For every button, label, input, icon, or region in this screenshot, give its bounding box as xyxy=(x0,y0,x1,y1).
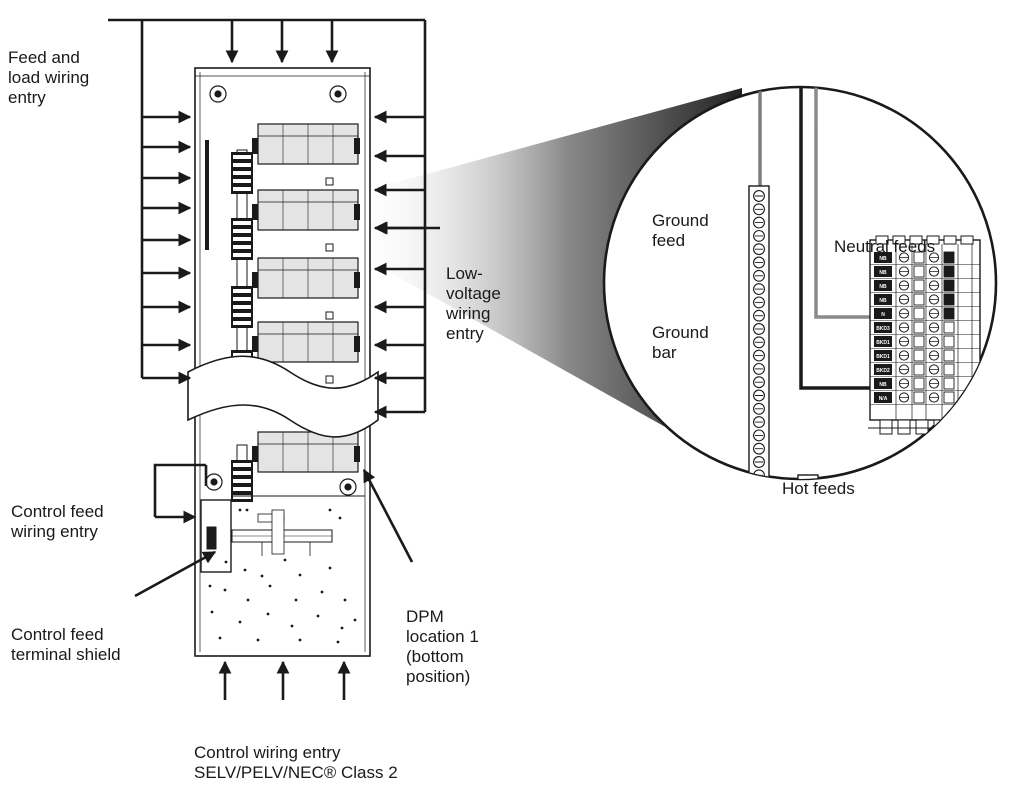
terminal-label-text: NB xyxy=(879,270,887,276)
panel-dot xyxy=(338,516,342,520)
terminal-label xyxy=(874,322,892,333)
terminal-label-text: NB xyxy=(879,284,887,290)
panel-dot xyxy=(243,568,247,572)
dpm-module xyxy=(231,431,360,502)
dpm-module xyxy=(231,189,360,260)
break-band xyxy=(187,355,379,438)
leader-line xyxy=(153,463,206,492)
mounting-holes xyxy=(205,85,357,496)
terminal-label xyxy=(874,308,892,319)
terminal-label xyxy=(874,294,892,305)
panel-dot xyxy=(290,624,294,628)
panel-dot xyxy=(328,508,332,512)
panel-dot xyxy=(283,558,287,562)
panel-dot xyxy=(266,612,270,616)
terminal-label-text: NB xyxy=(879,256,887,262)
panel-dot xyxy=(268,584,272,588)
terminal-label xyxy=(874,350,892,361)
panel-dot xyxy=(223,588,227,592)
terminal-label-text: BKD2 xyxy=(876,368,890,374)
terminal-label xyxy=(874,266,892,277)
terminal-label-text: NB xyxy=(879,382,887,388)
panel-dot xyxy=(218,636,222,640)
terminal-label xyxy=(874,252,892,263)
panel-dot xyxy=(208,584,212,588)
terminal-label-text: BKD3 xyxy=(876,326,890,332)
panel-dot xyxy=(298,573,302,577)
panel-dot xyxy=(210,610,214,614)
terminal-label xyxy=(874,392,892,403)
panel-dot xyxy=(238,620,242,624)
terminal-label xyxy=(874,364,892,375)
panel-dot xyxy=(246,598,250,602)
panel-dot xyxy=(316,614,320,618)
terminal-label-text: BKD1 xyxy=(876,354,890,360)
panel-dot xyxy=(353,618,357,622)
arrow-line xyxy=(134,550,217,598)
ground-bar-screws xyxy=(753,190,765,479)
label-hot-feeds: Hot feeds xyxy=(782,479,855,498)
hot-feed-wire xyxy=(799,87,876,390)
arrow-line xyxy=(362,468,414,563)
label-neutral-feeds: Neutral feeds xyxy=(834,237,936,256)
terminal-label-text: N xyxy=(881,312,885,318)
terminal-label-text: N/A xyxy=(879,396,888,402)
panel-dot xyxy=(336,640,340,644)
panel-dot xyxy=(298,638,302,642)
terminal-label xyxy=(874,378,892,389)
panel-dot xyxy=(260,574,264,578)
panel-dot xyxy=(245,508,249,512)
left-rail xyxy=(205,140,209,250)
panel-dot xyxy=(294,598,298,602)
terminal-label-text: BKD1 xyxy=(876,340,890,346)
panel-dot xyxy=(343,598,347,602)
terminal-label xyxy=(874,280,892,291)
dpm-modules xyxy=(231,123,360,502)
panel-dot xyxy=(340,626,344,630)
panel-dot xyxy=(256,638,260,642)
dpm-module xyxy=(231,123,360,194)
terminal-label-text: NB xyxy=(879,298,887,304)
neutral-feed-wire xyxy=(814,87,876,319)
panel-dot xyxy=(238,508,242,512)
terminal-label xyxy=(874,336,892,347)
panel-dots xyxy=(208,508,357,644)
dpm-module xyxy=(231,257,360,328)
panel-dot xyxy=(224,560,228,564)
panel-dot xyxy=(320,590,324,594)
panel-dot xyxy=(328,566,332,570)
